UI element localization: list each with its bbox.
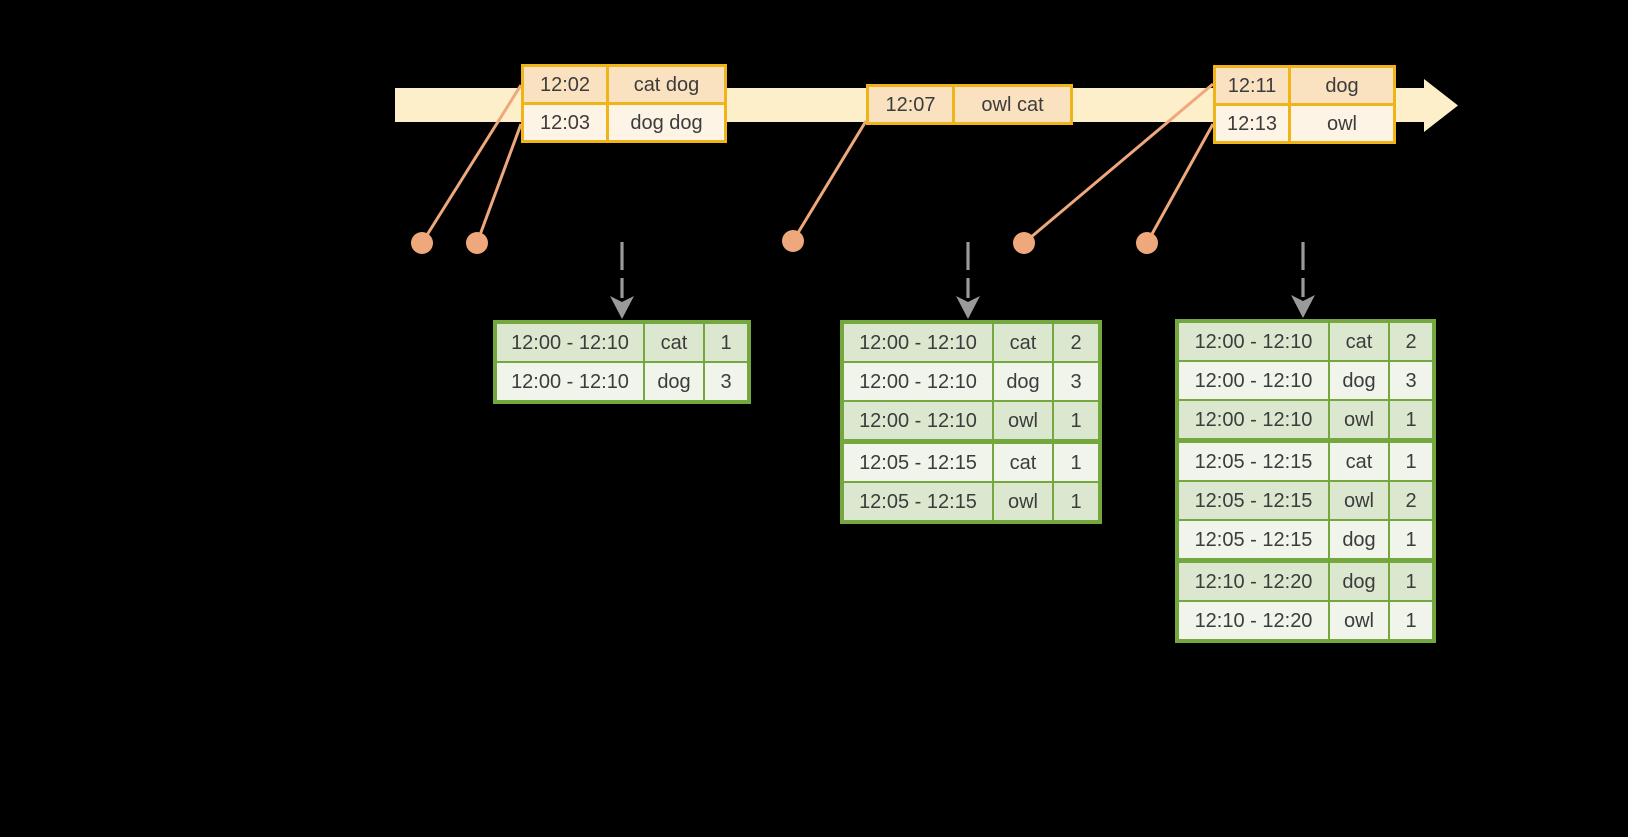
word-cell: cat [994, 324, 1052, 361]
event-time-dot [1013, 232, 1035, 254]
result-row: 12:00 - 12:10 dog 3 [1179, 362, 1432, 399]
event-row: 12:07 owl cat [869, 87, 1070, 122]
event-time-dot [466, 232, 488, 254]
result-row: 12:10 - 12:20 dog 1 [1179, 563, 1432, 600]
count-cell: 1 [1390, 443, 1432, 480]
count-cell: 1 [705, 324, 747, 361]
result-row: 12:00 - 12:10 dog 3 [844, 363, 1098, 400]
word-cell: dog [645, 363, 703, 400]
word-cell: owl [1330, 602, 1388, 639]
word-cell: owl [1330, 482, 1388, 519]
window-cell: 12:05 - 12:15 [844, 444, 992, 481]
event-words-cell: owl cat [955, 87, 1070, 122]
event-words-cell: owl [1291, 106, 1393, 141]
window-cell: 12:05 - 12:15 [1179, 521, 1328, 558]
event-time-cell: 12:13 [1216, 106, 1288, 141]
window-cell: 12:10 - 12:20 [1179, 563, 1328, 600]
count-cell: 1 [1390, 401, 1432, 438]
result-row: 12:05 - 12:15 cat 1 [844, 444, 1098, 481]
timeline-arrowhead-icon [1424, 79, 1458, 132]
result-row: 12:00 - 12:10 cat 2 [844, 324, 1098, 361]
result-row: 12:00 - 12:10 cat 2 [1179, 323, 1432, 360]
word-cell: dog [1330, 563, 1388, 600]
event-time-dot [782, 230, 804, 252]
result-row: 12:05 - 12:15 cat 1 [1179, 443, 1432, 480]
result-row: 12:05 - 12:15 dog 1 [1179, 521, 1432, 558]
event-time-cell: 12:07 [869, 87, 952, 122]
trigger-arrowhead-icon [610, 296, 634, 319]
word-cell: owl [994, 483, 1052, 520]
count-cell: 3 [1054, 363, 1098, 400]
count-cell: 2 [1054, 324, 1098, 361]
event-time-dot [411, 232, 433, 254]
result-row: 12:05 - 12:15 owl 1 [844, 483, 1098, 520]
window-cell: 12:05 - 12:15 [844, 483, 992, 520]
event-connector-line [420, 84, 523, 244]
event-connector-line [1145, 123, 1215, 244]
window-cell: 12:00 - 12:10 [497, 363, 643, 400]
window-cell: 12:10 - 12:20 [1179, 602, 1328, 639]
result-row: 12:10 - 12:20 owl 1 [1179, 602, 1432, 639]
result-table-2: 12:00 - 12:10 cat 2 12:00 - 12:10 dog 3 … [840, 320, 1102, 524]
window-cell: 12:00 - 12:10 [1179, 401, 1328, 438]
window-cell: 12:05 - 12:15 [1179, 482, 1328, 519]
event-row: 12:11 dog [1216, 68, 1393, 103]
event-words-cell: cat dog [609, 67, 724, 102]
count-cell: 3 [705, 363, 747, 400]
result-row: 12:00 - 12:10 cat 1 [497, 324, 747, 361]
count-cell: 2 [1390, 323, 1432, 360]
word-cell: cat [645, 324, 703, 361]
word-cell: owl [1330, 401, 1388, 438]
word-cell: cat [1330, 323, 1388, 360]
word-cell: dog [994, 363, 1052, 400]
event-row: 12:03 dog dog [524, 105, 724, 140]
count-cell: 1 [1390, 521, 1432, 558]
event-words-cell: dog [1291, 68, 1393, 103]
result-row: 12:05 - 12:15 owl 2 [1179, 482, 1432, 519]
window-cell: 12:00 - 12:10 [844, 363, 992, 400]
window-cell: 12:00 - 12:10 [497, 324, 643, 361]
result-table-3: 12:00 - 12:10 cat 2 12:00 - 12:10 dog 3 … [1175, 319, 1436, 643]
count-cell: 3 [1390, 362, 1432, 399]
trigger-arrow-lines [620, 242, 1305, 298]
window-cell: 12:00 - 12:10 [844, 324, 992, 361]
event-time-cell: 12:03 [524, 105, 606, 140]
event-connector-lines [420, 82, 1215, 245]
event-row: 12:13 owl [1216, 106, 1393, 141]
window-cell: 12:00 - 12:10 [844, 402, 992, 439]
count-cell: 1 [1054, 402, 1098, 439]
window-cell: 12:00 - 12:10 [1179, 323, 1328, 360]
result-row: 12:00 - 12:10 dog 3 [497, 363, 747, 400]
event-table-1: 12:02 cat dog 12:03 dog dog [521, 64, 727, 143]
trigger-arrowheads [610, 295, 1315, 319]
event-connector-line [1023, 82, 1214, 245]
word-cell: owl [994, 402, 1052, 439]
count-cell: 2 [1390, 482, 1432, 519]
event-row: 12:02 cat dog [524, 67, 724, 102]
event-table-2: 12:07 owl cat [866, 84, 1073, 125]
result-table-1: 12:00 - 12:10 cat 1 12:00 - 12:10 dog 3 [493, 320, 751, 404]
count-cell: 1 [1390, 602, 1432, 639]
trigger-arrowhead-icon [1291, 295, 1315, 318]
word-cell: dog [1330, 362, 1388, 399]
count-cell: 1 [1054, 483, 1098, 520]
window-cell: 12:05 - 12:15 [1179, 443, 1328, 480]
word-cell: cat [994, 444, 1052, 481]
result-row: 12:00 - 12:10 owl 1 [844, 402, 1098, 439]
event-time-dots [411, 230, 1158, 254]
trigger-arrowhead-icon [956, 296, 980, 319]
event-time-dot [1136, 232, 1158, 254]
event-time-cell: 12:02 [524, 67, 606, 102]
event-connector-line [475, 123, 523, 244]
count-cell: 1 [1390, 563, 1432, 600]
event-connector-line [791, 120, 868, 242]
result-row: 12:00 - 12:10 owl 1 [1179, 401, 1432, 438]
count-cell: 1 [1054, 444, 1098, 481]
window-cell: 12:00 - 12:10 [1179, 362, 1328, 399]
word-cell: cat [1330, 443, 1388, 480]
word-cell: dog [1330, 521, 1388, 558]
event-time-cell: 12:11 [1216, 68, 1288, 103]
event-table-3: 12:11 dog 12:13 owl [1213, 65, 1396, 144]
event-words-cell: dog dog [609, 105, 724, 140]
